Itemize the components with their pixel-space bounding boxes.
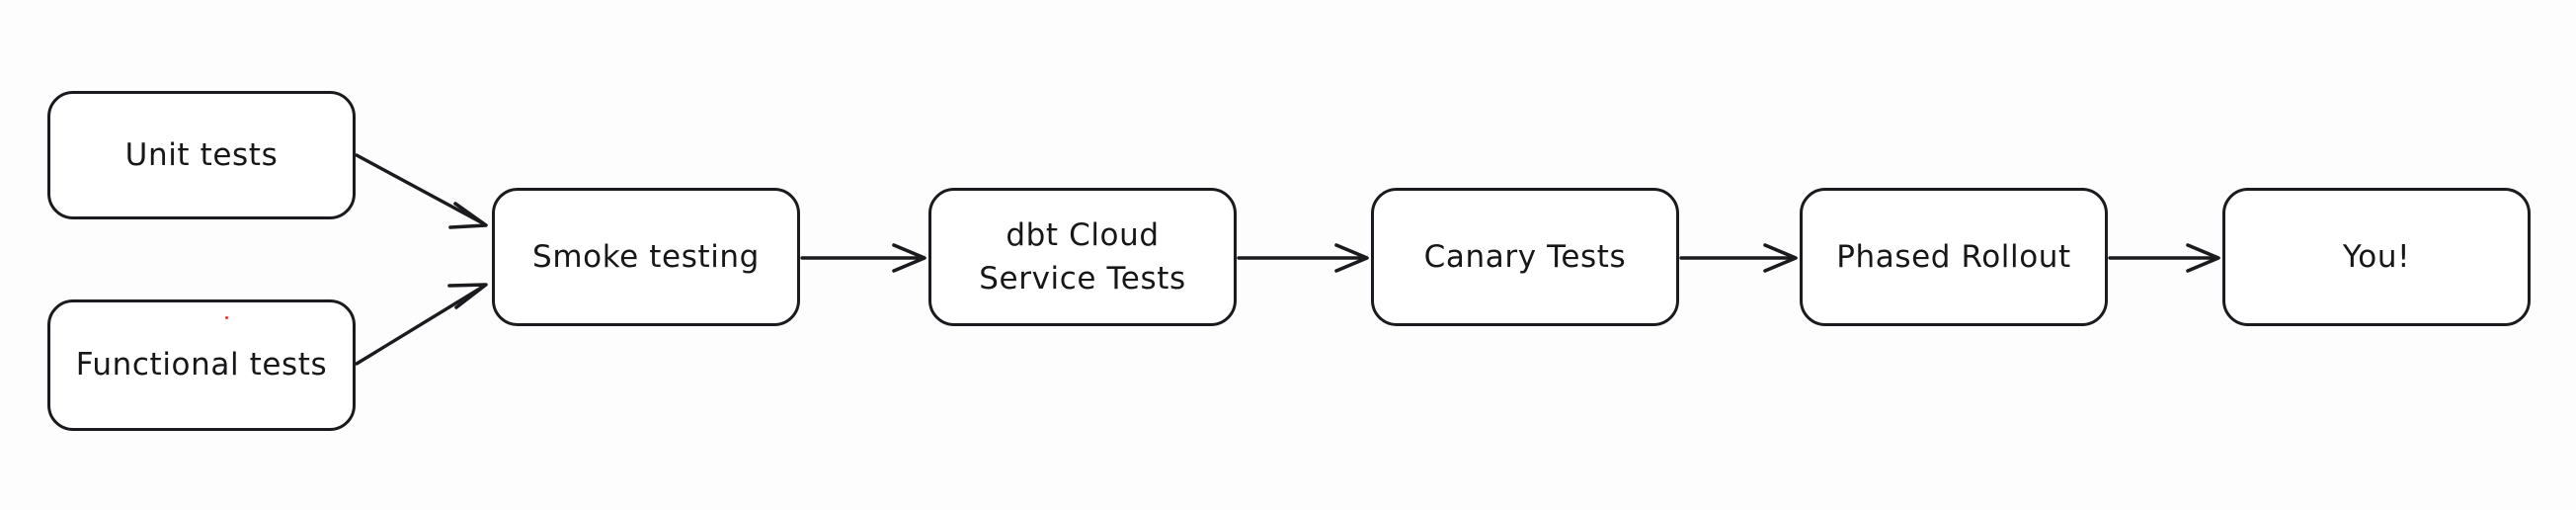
node-dbt-cloud-service-tests[interactable]: dbt Cloud Service Tests — [928, 188, 1237, 326]
edge-unit-to-smoke — [355, 153, 488, 229]
edge-smoke-to-dbt — [800, 243, 926, 273]
edge-phased-to-you — [2108, 243, 2220, 273]
node-label-smoke-testing: Smoke testing — [532, 238, 760, 275]
node-label-phased-rollout: Phased Rollout — [1836, 238, 2071, 275]
node-you[interactable]: You! — [2222, 188, 2531, 326]
red-pixel-artifact — [225, 316, 228, 319]
edge-functional-to-smoke — [355, 283, 488, 366]
node-label-canary-tests: Canary Tests — [1423, 238, 1627, 275]
edge-canary-to-phased — [1679, 243, 1798, 273]
node-functional-tests[interactable]: Functional tests — [47, 299, 356, 431]
node-label-unit-tests: Unit tests — [124, 136, 279, 173]
node-label-dbt-cloud-service-tests: dbt Cloud Service Tests — [979, 216, 1186, 297]
edge-dbt-to-canary — [1237, 243, 1369, 273]
node-label-you: You! — [2342, 238, 2411, 275]
node-smoke-testing[interactable]: Smoke testing — [492, 188, 800, 326]
node-phased-rollout[interactable]: Phased Rollout — [1800, 188, 2108, 326]
node-canary-tests[interactable]: Canary Tests — [1371, 188, 1679, 326]
node-unit-tests[interactable]: Unit tests — [47, 91, 356, 219]
node-label-functional-tests: Functional tests — [75, 347, 328, 383]
